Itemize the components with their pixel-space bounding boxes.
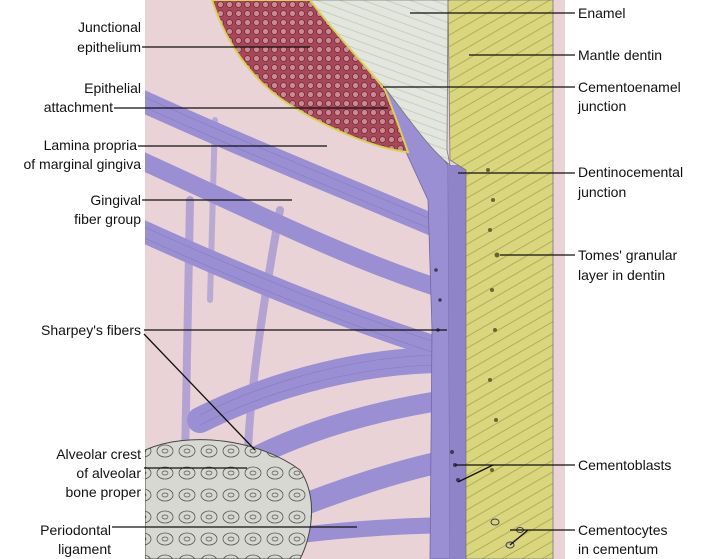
gingival-fiber-bundles	[145, 90, 478, 543]
label-enamel: Enamel	[578, 5, 625, 21]
illustration	[145, 0, 565, 559]
alveolar-bone	[145, 439, 313, 559]
leader-lines	[112, 12, 575, 546]
label-cementoblasts: Cementoblasts	[578, 457, 671, 473]
label-sharpeys-fibers: Sharpey's fibers	[41, 322, 141, 338]
tomes-granular-layer	[486, 168, 500, 472]
label-mantle-dentin: Mantle dentin	[578, 47, 662, 63]
junctional-epithelium	[210, 0, 410, 154]
cementum-outer	[448, 165, 470, 559]
dentin	[447, 0, 554, 559]
